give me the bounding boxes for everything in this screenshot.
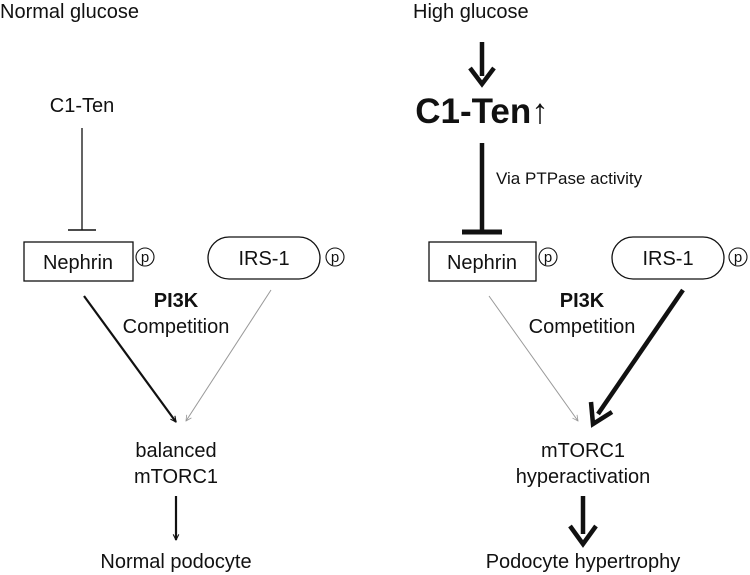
right-irs1-label: IRS-1 xyxy=(642,248,693,270)
right-pi3k-label: PI3K xyxy=(560,290,605,312)
left-nephrin-phospho-icon xyxy=(135,247,155,267)
left-irs1-box xyxy=(207,236,321,280)
left-irs1-to-mtorc1-arrow xyxy=(186,289,272,421)
right-glucose-arrow-head xyxy=(468,66,496,88)
left-irs1-phospho-icon xyxy=(325,247,345,267)
right-mtorc1-line2: hyperactivation xyxy=(516,466,651,488)
right-title: High glucose xyxy=(413,1,529,23)
right-irs1-box xyxy=(611,236,725,280)
left-nephrin-phospho-label: p xyxy=(141,249,149,266)
right-irs1-phospho-label: p xyxy=(734,249,742,266)
right-competition-label: Competition xyxy=(529,316,636,338)
left-nephrin-label: Nephrin xyxy=(43,252,113,274)
left-mtorc1-line2: mTORC1 xyxy=(134,466,218,488)
normal-glucose-panel: Normal glucose C1-Ten Nephrin p IRS-1 p … xyxy=(0,1,345,573)
high-glucose-panel: High glucose C1-Ten↑ Via PTPase activity… xyxy=(413,1,748,573)
right-nephrin-box xyxy=(428,241,537,282)
left-nephrin-box xyxy=(23,241,134,282)
right-irs1-to-mtorc1-arrow xyxy=(596,288,685,416)
left-nephrin-to-mtorc1-arrow xyxy=(83,295,177,422)
left-c1ten-label: C1-Ten xyxy=(50,95,114,117)
right-mechanism-label: Via PTPase activity xyxy=(496,169,643,188)
right-nephrin-to-mtorc1-arrow xyxy=(488,295,578,421)
right-nephrin-label: Nephrin xyxy=(447,252,517,274)
right-c1ten-label: C1-Ten↑ xyxy=(415,92,549,131)
right-mtorc1-to-outcome-arrowhead xyxy=(568,524,598,548)
right-mtorc1-line1: mTORC1 xyxy=(541,440,625,462)
left-mtorc1-line1: balanced xyxy=(135,440,216,462)
left-pi3k-label: PI3K xyxy=(154,290,199,312)
left-competition-label: Competition xyxy=(123,316,230,338)
left-irs1-label: IRS-1 xyxy=(238,248,289,270)
right-irs1-to-mtorc1-arrowhead xyxy=(588,401,614,428)
left-title: Normal glucose xyxy=(0,1,139,23)
right-outcome-label: Podocyte hypertrophy xyxy=(486,551,681,573)
left-outcome-label: Normal podocyte xyxy=(100,551,251,573)
right-nephrin-phospho-icon xyxy=(538,247,558,267)
right-nephrin-phospho-label: p xyxy=(544,249,552,266)
left-irs1-phospho-label: p xyxy=(331,249,339,266)
right-irs1-phospho-icon xyxy=(728,247,748,267)
